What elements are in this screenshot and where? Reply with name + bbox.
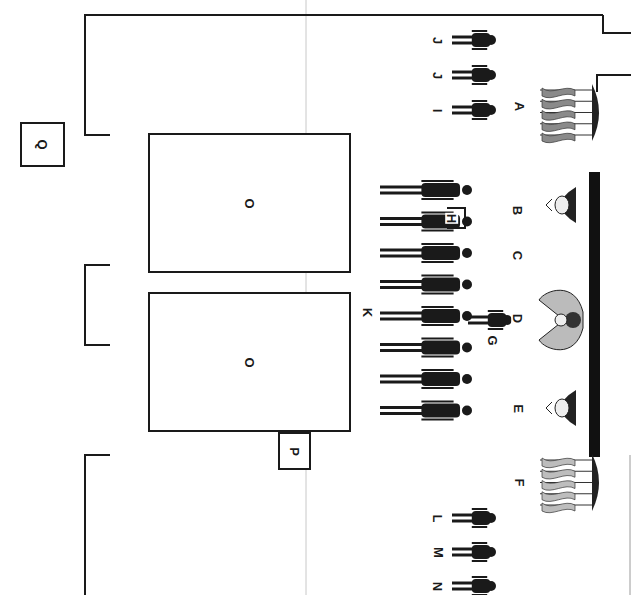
person-figure	[452, 31, 496, 49]
node-letter: P	[288, 447, 301, 456]
person-figure	[380, 213, 472, 231]
node-letter: O	[243, 198, 256, 208]
wall	[603, 15, 631, 33]
callout-letter: E	[511, 403, 524, 414]
callout-letter: A	[513, 100, 526, 111]
callout-letter: J	[431, 70, 444, 79]
person-figure	[452, 509, 496, 527]
person-figure	[452, 577, 496, 595]
table-box: O	[148, 292, 351, 432]
eagle-emblem	[539, 290, 583, 350]
person-figure	[380, 181, 472, 199]
person-figure	[380, 307, 472, 325]
person-figure	[452, 101, 496, 119]
wall	[85, 15, 603, 135]
callout-letter: B	[511, 204, 524, 215]
flags	[540, 454, 599, 513]
flags	[540, 84, 599, 143]
door-box: Q	[20, 122, 65, 167]
callout-letter: G	[486, 334, 499, 346]
figures	[380, 31, 599, 595]
wall	[85, 265, 110, 345]
person-figure	[380, 370, 472, 388]
table-box: O	[148, 133, 351, 273]
person-figure	[468, 311, 512, 329]
callout-letter: F	[513, 477, 526, 487]
emblem	[546, 187, 576, 223]
person-figure	[380, 402, 472, 420]
node-letter: O	[243, 357, 256, 367]
emblem	[546, 390, 576, 426]
callout-letter: I	[432, 107, 445, 113]
callout-letter: C	[511, 249, 524, 260]
callout-letter: N	[431, 580, 444, 591]
person-figure	[380, 339, 472, 357]
walls	[85, 15, 631, 595]
person-figure	[452, 543, 496, 561]
person-figure	[452, 66, 496, 84]
person-figure	[380, 276, 472, 294]
wall	[85, 455, 110, 595]
lectern-box: P	[278, 432, 311, 470]
person-figure	[380, 244, 472, 262]
callout-letter: H	[445, 212, 458, 223]
callout-letter: L	[431, 513, 444, 523]
judges-bench	[589, 172, 600, 457]
callout-letter: D	[511, 312, 524, 323]
callout-letter: J	[431, 35, 444, 44]
node-letter: Q	[36, 139, 49, 149]
callout-letter: M	[432, 546, 445, 559]
callout-letter: K	[361, 306, 374, 317]
wall	[630, 455, 631, 595]
wall	[597, 75, 631, 92]
